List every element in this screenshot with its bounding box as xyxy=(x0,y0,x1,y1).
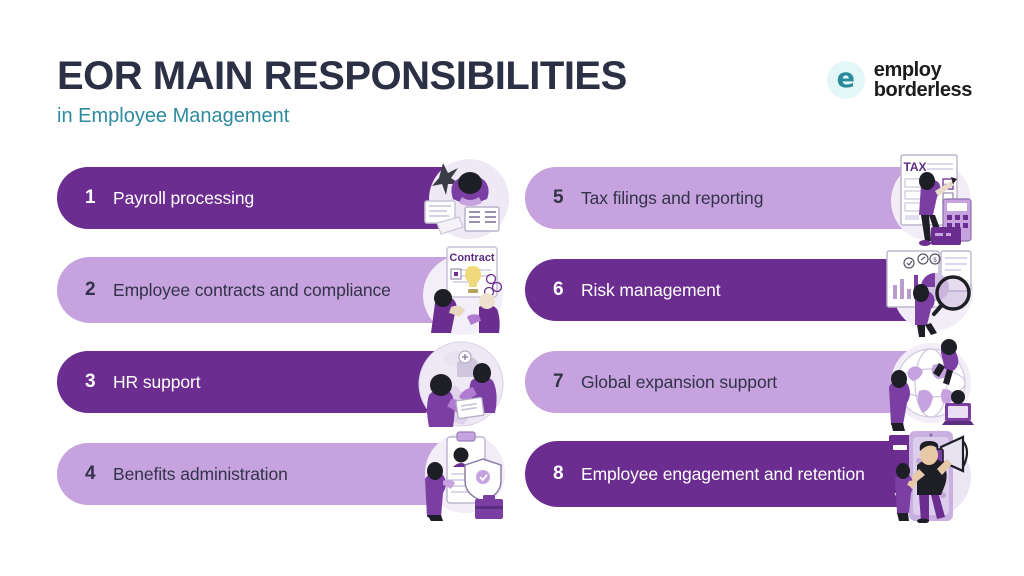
row-number-1: 1 xyxy=(85,187,96,208)
row-label-8: Employee engagement and retention xyxy=(581,463,865,484)
row-label-2: Employee contracts and compliance xyxy=(113,279,391,300)
logo-line-1: employ xyxy=(873,59,942,81)
responsibility-bar-4[interactable]: 4 Benefits administration xyxy=(57,443,459,505)
page-subtitle: in Employee Management xyxy=(57,105,290,127)
row-label-1: Payroll processing xyxy=(113,187,255,208)
row-label-3: HR support xyxy=(113,371,201,392)
row-label-4: Benefits administration xyxy=(113,463,288,484)
right-column: 5 Tax filings and reporting TAX xyxy=(525,154,977,523)
responsibility-bar-7[interactable]: 7 Global expansion support xyxy=(525,351,927,413)
logo-line-2: borderless xyxy=(873,79,973,102)
brand-logo: e employ borderless xyxy=(826,59,973,102)
row-label-5: Tax filings and reporting xyxy=(581,187,764,208)
row-number-7: 7 xyxy=(553,371,564,392)
responsibility-row-3[interactable]: 3 HR support xyxy=(57,341,509,427)
responsibility-row-4[interactable]: 4 Benefits administration xyxy=(57,431,509,521)
responsibility-bar-3[interactable]: 3 HR support xyxy=(57,351,459,413)
row-number-3: 3 xyxy=(85,371,96,392)
responsibility-row-6[interactable]: 6 Risk management $ xyxy=(525,250,977,337)
svg-text:$: $ xyxy=(933,258,937,264)
left-column: 1 Payroll processing xyxy=(57,159,509,521)
responsibility-row-2[interactable]: 2 Employee contracts and compliance Cont… xyxy=(57,246,509,335)
header: EOR MAIN RESPONSIBILITIES in Employee Ma… xyxy=(57,56,627,127)
responsibility-row-5[interactable]: 5 Tax filings and reporting TAX xyxy=(525,154,977,246)
employ-borderless-e-icon: e xyxy=(826,61,865,100)
row-number-8: 8 xyxy=(553,463,564,484)
row-label-7: Global expansion support xyxy=(581,371,778,392)
row-number-4: 4 xyxy=(85,463,96,484)
responsibility-row-8[interactable]: 8 Employee engagement and retention xyxy=(525,431,977,523)
row-label-6: Risk management xyxy=(581,279,721,300)
responsibility-row-1[interactable]: 1 Payroll processing xyxy=(57,159,509,239)
responsibility-bar-6[interactable]: 6 Risk management xyxy=(525,259,927,321)
row-number-5: 5 xyxy=(553,187,564,208)
responsibility-bar-8[interactable]: 8 Employee engagement and retention xyxy=(525,441,927,507)
responsibility-bar-1[interactable]: 1 Payroll processing xyxy=(57,167,459,229)
responsibility-row-7[interactable]: 7 Global expansion support xyxy=(525,339,977,431)
logo-e-glyph: e xyxy=(836,63,855,95)
logo-wordmark: employ borderless xyxy=(873,59,973,102)
page-title: EOR MAIN RESPONSIBILITIES xyxy=(57,54,627,98)
row-number-6: 6 xyxy=(553,279,564,300)
row-number-2: 2 xyxy=(85,279,96,300)
responsibility-bar-5[interactable]: 5 Tax filings and reporting xyxy=(525,167,927,229)
responsibility-bar-2[interactable]: 2 Employee contracts and compliance xyxy=(57,257,459,323)
